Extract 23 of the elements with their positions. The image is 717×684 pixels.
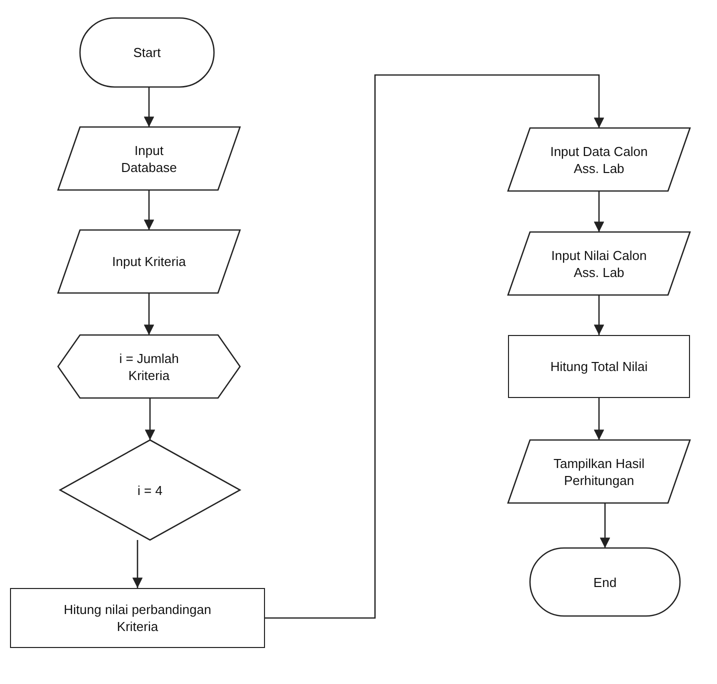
arrow	[144, 87, 154, 127]
arrow	[144, 293, 154, 335]
node-label: Input Nilai Calon Ass. Lab	[550, 246, 648, 280]
arrow	[132, 540, 143, 588]
arrow	[600, 503, 610, 548]
arrow	[594, 191, 604, 232]
node-label: Input Database	[120, 142, 178, 176]
node-label: Start	[133, 44, 161, 61]
process-box	[10, 588, 265, 648]
arrow	[144, 190, 154, 230]
node-label: Input Data Calon Ass. Lab	[549, 142, 649, 176]
node-label: i = Jumlah Kriteria	[118, 350, 180, 384]
process-box	[508, 335, 690, 398]
node-label: End	[593, 574, 617, 590]
node-label: i = 4	[138, 482, 162, 498]
node-label: Tampilkan Hasil Perhitungan	[552, 454, 646, 488]
node-label: Hitung Total Nilai	[550, 358, 648, 375]
arrow	[144, 398, 156, 440]
node-label: Hitung nilai perbandingan Kriteria	[62, 601, 212, 635]
arrow	[594, 398, 604, 440]
node-label: Input Kriteria	[112, 253, 186, 270]
arrow	[265, 74, 604, 619]
arrow	[594, 295, 604, 335]
